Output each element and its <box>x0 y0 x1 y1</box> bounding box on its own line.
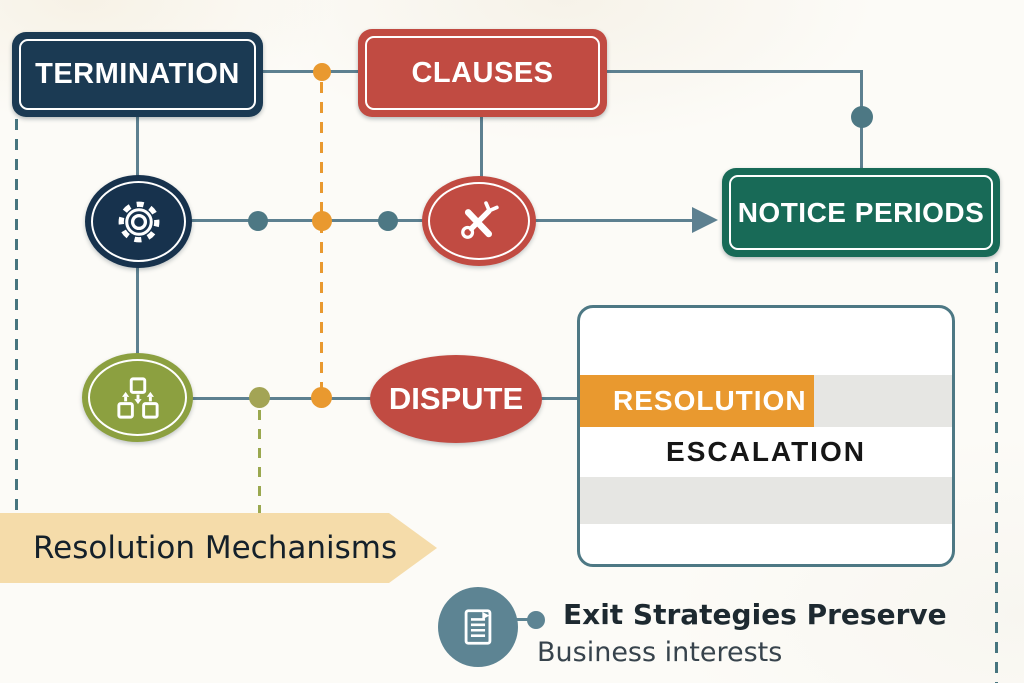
junction-dot-olive <box>249 387 270 408</box>
connector-termination-clauses <box>263 70 358 73</box>
node-termination: TERMINATION <box>12 32 263 117</box>
document-badge <box>438 587 518 667</box>
junction-dot-orange-mid <box>312 211 332 231</box>
junction-dot-slate-right <box>851 106 873 128</box>
dashed-line-orange <box>320 82 323 392</box>
connector-dispute-card <box>540 397 580 400</box>
document-icon <box>452 601 504 653</box>
junction-dot-orange-top <box>313 63 331 81</box>
connector-clauses-tools <box>480 115 483 177</box>
arrow-right-icon <box>692 207 718 233</box>
tools-icon <box>428 182 530 260</box>
card-gray-strip-bottom <box>580 477 952 524</box>
junction-dot-slate-mid2 <box>378 211 398 231</box>
connector-hierarchy-dispute <box>191 397 371 400</box>
node-notice-periods: NOTICE PERIODS <box>722 168 1000 257</box>
connector-termination-gear <box>136 115 139 177</box>
banner-resolution-mechanisms: Resolution Mechanisms <box>0 513 437 583</box>
node-clauses-label: CLAUSES <box>365 36 600 110</box>
gear-icon <box>91 181 186 262</box>
hierarchy-icon <box>88 359 187 436</box>
tools-node <box>422 176 536 266</box>
junction-dot-slate-mid1 <box>248 211 268 231</box>
hierarchy-node <box>82 353 193 442</box>
node-dispute-label: DISPUTE <box>388 381 524 416</box>
node-dispute: DISPUTE <box>370 355 542 443</box>
card-header-resolution: RESOLUTION <box>580 375 814 427</box>
node-clauses: CLAUSES <box>358 29 607 117</box>
card-gray-strip-top <box>814 375 952 427</box>
dashed-line-olive <box>258 410 261 513</box>
junction-dot-orange-low <box>311 387 332 408</box>
resolution-card: RESOLUTION ESCALATION <box>577 305 955 567</box>
gear-node <box>85 175 192 268</box>
node-notice-periods-label: NOTICE PERIODS <box>729 175 993 250</box>
note-subtitle: Business interests <box>537 637 783 668</box>
note-dot <box>527 611 545 629</box>
connector-clauses-right <box>607 70 863 73</box>
dashed-line-right <box>995 262 998 683</box>
note-title: Exit Strategies Preserve <box>563 598 947 631</box>
dashed-line-left <box>15 119 18 513</box>
node-termination-label: TERMINATION <box>19 39 256 110</box>
note-connector <box>516 618 532 621</box>
banner-label: Resolution Mechanisms <box>33 530 398 566</box>
card-row-escalation: ESCALATION <box>666 436 866 467</box>
connector-gear-hierarchy <box>136 266 139 355</box>
